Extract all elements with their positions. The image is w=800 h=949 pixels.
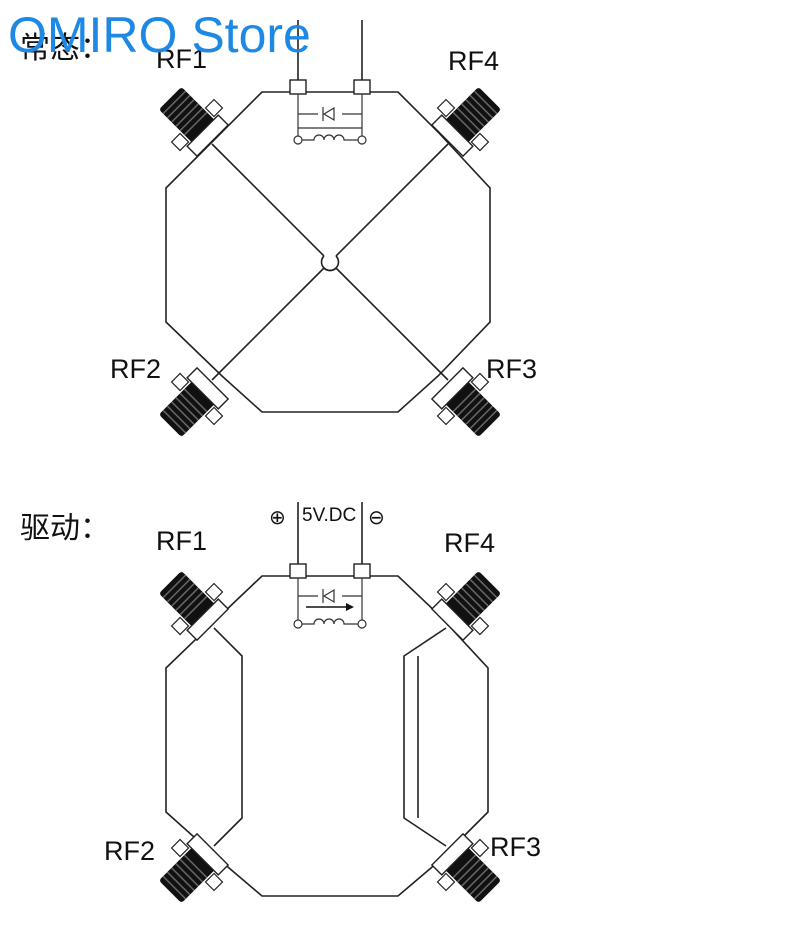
coil-icon [302, 618, 358, 625]
state-label-driven: 驱动： [20, 511, 110, 546]
port-label-rf1-normal: RF1 [156, 44, 207, 74]
coil-diode-normal [293, 94, 367, 145]
housing-outline-driven [165, 575, 489, 897]
voltage-label: 5V.DC [302, 505, 356, 526]
panel-normal: 常态： [20, 20, 537, 448]
terminal-left-normal [289, 79, 307, 95]
rf1-connector-normal [148, 76, 235, 163]
diode-icon [322, 106, 335, 122]
port-label-rf3-normal: RF3 [486, 354, 537, 384]
panel-driven: 驱动： ⊕ 5V.DC ⊖ [20, 502, 541, 914]
port-label-rf4-driven: RF4 [444, 528, 495, 558]
plus-icon: ⊕ [269, 507, 286, 529]
terminal-right-normal [353, 79, 371, 95]
rf-paths-driven [213, 627, 447, 847]
diode-icon [322, 588, 335, 604]
housing-outline-normal [165, 91, 491, 413]
coil-icon [302, 134, 358, 141]
state-label-normal: 常态： [20, 31, 110, 66]
minus-icon: ⊖ [368, 507, 385, 529]
port-label-rf4-normal: RF4 [448, 46, 499, 76]
coil-diode-driven [293, 578, 367, 629]
rf2-connector-driven [148, 827, 235, 914]
port-label-rf2-normal: RF2 [110, 354, 161, 384]
terminal-left-driven [289, 563, 307, 579]
port-label-rf2-driven: RF2 [104, 836, 155, 866]
port-label-rf1-driven: RF1 [156, 526, 207, 556]
terminal-right-driven [353, 563, 371, 579]
rf-paths-normal [211, 143, 449, 381]
store-watermark: OMIRO Store [8, 7, 311, 63]
rf4-connector-normal [425, 76, 512, 163]
rf1-connector-driven [148, 560, 235, 647]
port-label-rf3-driven: RF3 [490, 832, 541, 862]
